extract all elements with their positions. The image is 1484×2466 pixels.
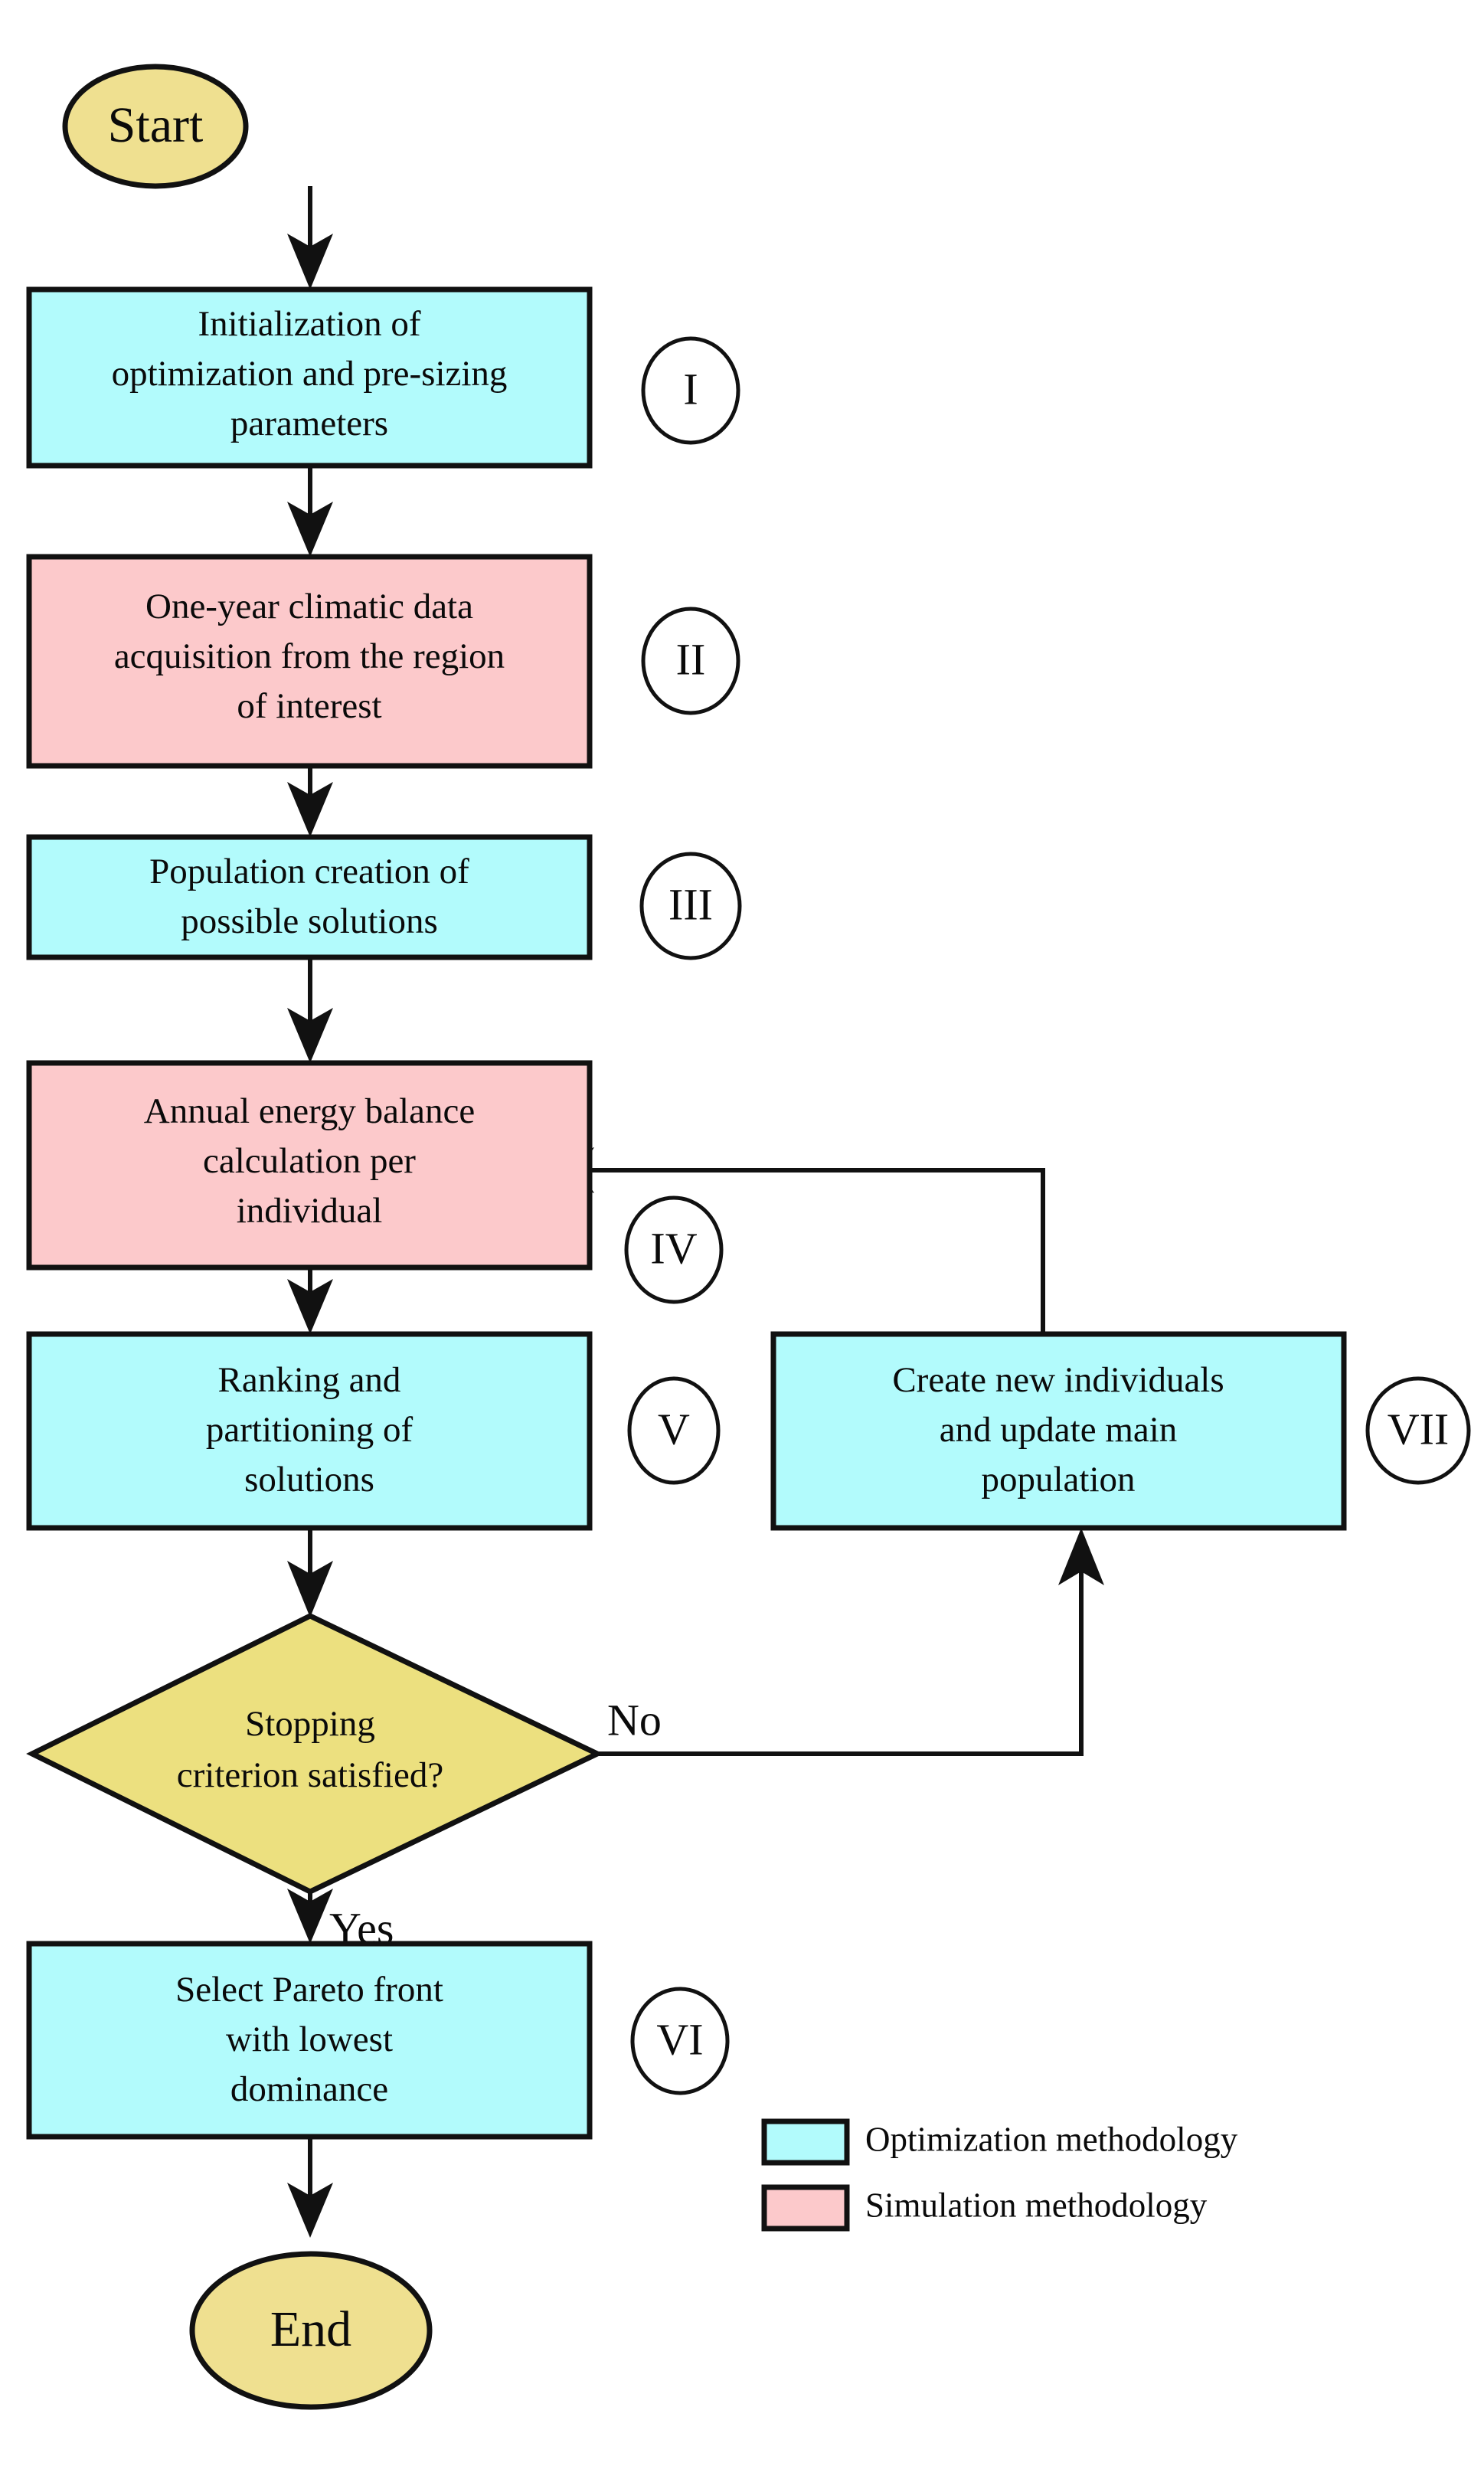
step4-rect-shape xyxy=(26,1060,593,1271)
step7-line-3: population xyxy=(981,1460,1135,1500)
node-step4[interactable]: Annual energy balance calculation per in… xyxy=(26,1060,593,1271)
step1-line-1: Initialization of xyxy=(198,304,420,344)
marker-step4: IV xyxy=(624,1195,724,1304)
node-step1[interactable]: Initialization of optimization and pre-s… xyxy=(26,286,593,469)
end-ellipse-shape xyxy=(189,2251,433,2410)
marker-step3: III xyxy=(639,852,742,960)
step7-line-2: and update main xyxy=(940,1410,1178,1450)
node-step7[interactable]: Create new individuals and update main p… xyxy=(770,1331,1347,1531)
marker-step1: I xyxy=(641,336,740,445)
edge-step7-to-step4 xyxy=(536,1147,1045,1334)
edge-start-to-step1 xyxy=(287,186,333,289)
edge-step5-to-decision xyxy=(287,1528,333,1617)
start-ellipse-shape xyxy=(62,64,249,189)
step6-line-2: with lowest xyxy=(226,2020,393,2059)
step4-line-3: individual xyxy=(237,1191,383,1231)
step7-line-1: Create new individuals xyxy=(892,1360,1224,1400)
marker-step2-label: II xyxy=(676,634,706,684)
marker-step7-label: VII xyxy=(1388,1404,1450,1454)
step6-line-3: dominance xyxy=(230,2069,388,2109)
step4-line-1: Annual energy balance xyxy=(144,1091,475,1131)
step5-line-2: partitioning of xyxy=(206,1410,413,1450)
edge-step1-to-step2 xyxy=(287,466,333,557)
marker-step4-label: IV xyxy=(650,1223,697,1273)
edge-step6-to-end xyxy=(287,2137,333,2238)
step3-line-1: Population creation of xyxy=(149,852,469,891)
step5-line-1: Ranking and xyxy=(218,1360,401,1400)
step2-line-3: of interest xyxy=(237,686,381,726)
marker-step5-label: V xyxy=(658,1404,690,1454)
node-decision[interactable]: Stopping criterion satisfied? xyxy=(26,1613,604,1895)
edge-step3-to-step4 xyxy=(287,957,333,1063)
marker-step3-label: III xyxy=(668,879,713,929)
step3-rect-shape xyxy=(26,834,593,960)
step2-line-1: One-year climatic data xyxy=(145,587,473,626)
edge-step2-to-step3 xyxy=(287,766,333,837)
legend-label-simulation: Simulation methodology xyxy=(865,2186,1208,2224)
edge-decision-no-to-step7 xyxy=(597,1528,1104,1756)
step7-rect-shape xyxy=(770,1331,1347,1531)
step2-rect-shape xyxy=(26,554,593,769)
edge-step4-to-step5 xyxy=(287,1267,333,1334)
step1-rect-shape xyxy=(26,286,593,469)
node-start[interactable]: Start xyxy=(62,64,249,189)
marker-step7: VII xyxy=(1365,1376,1471,1485)
node-end[interactable]: End xyxy=(189,2251,433,2410)
marker-step2: II xyxy=(641,607,740,715)
step4-line-2: calculation per xyxy=(203,1141,416,1181)
legend-item-optimization: Optimization methodology xyxy=(761,2118,1238,2166)
legend-swatch-simulation xyxy=(761,2184,850,2232)
step5-line-3: solutions xyxy=(244,1460,374,1500)
decision-line-2: criterion satisfied? xyxy=(177,1755,443,1795)
marker-step6-label: VI xyxy=(656,2014,703,2064)
edge-decision-yes-to-step6 xyxy=(287,1889,333,1944)
step1-line-2: optimization and pre-sizing xyxy=(112,354,508,394)
legend-swatch-optimization xyxy=(761,2118,850,2166)
edge-label-no: No xyxy=(607,1695,662,1745)
marker-step1-label: I xyxy=(683,364,698,414)
step6-rect-shape xyxy=(26,1941,593,2140)
legend-item-simulation: Simulation methodology xyxy=(761,2184,1208,2232)
legend: Optimization methodology Simulation meth… xyxy=(761,2118,1238,2232)
decision-diamond-shape xyxy=(26,1613,604,1895)
step6-line-1: Select Pareto front xyxy=(175,1970,443,2010)
node-step3[interactable]: Population creation of possible solution… xyxy=(26,834,593,960)
legend-label-optimization: Optimization methodology xyxy=(865,2120,1238,2158)
marker-step6: VI xyxy=(630,1987,730,2095)
node-step5[interactable]: Ranking and partitioning of solutions xyxy=(26,1331,593,1531)
step5-rect-shape xyxy=(26,1331,593,1531)
step1-line-3: parameters xyxy=(230,404,388,443)
marker-step5: V xyxy=(627,1376,721,1485)
step2-line-2: acquisition from the region xyxy=(114,636,505,676)
end-label: End xyxy=(270,2301,351,2357)
node-step2[interactable]: One-year climatic data acquisition from … xyxy=(26,554,593,769)
step3-line-2: possible solutions xyxy=(181,901,438,941)
start-label: Start xyxy=(108,97,204,153)
node-step6[interactable]: Select Pareto front with lowest dominanc… xyxy=(26,1941,593,2140)
decision-line-1: Stopping xyxy=(245,1704,375,1744)
